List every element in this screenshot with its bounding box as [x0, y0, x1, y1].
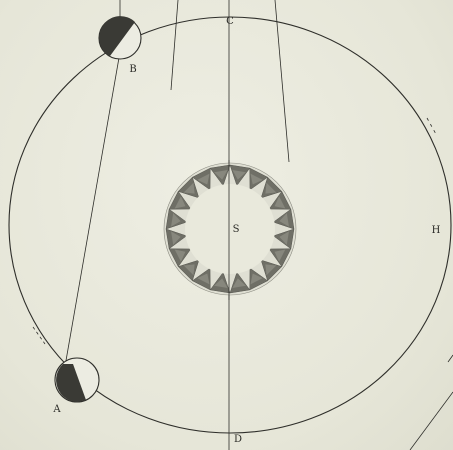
- label-s: S: [233, 224, 240, 235]
- ray-line-2: [171, 0, 178, 90]
- sun-icon: [164, 160, 296, 300]
- corner-line-1: [410, 392, 453, 450]
- corner-line-2: [448, 355, 453, 362]
- label-b: B: [129, 64, 136, 75]
- label-c: C: [226, 16, 234, 27]
- sun-inner-disc: [185, 184, 275, 274]
- label-a: A: [52, 404, 61, 415]
- planet-a: [55, 358, 99, 402]
- label-d: D: [234, 434, 242, 445]
- line-a-to-b: [64, 52, 120, 372]
- label-h: H: [432, 225, 441, 236]
- planet-b: [99, 16, 141, 59]
